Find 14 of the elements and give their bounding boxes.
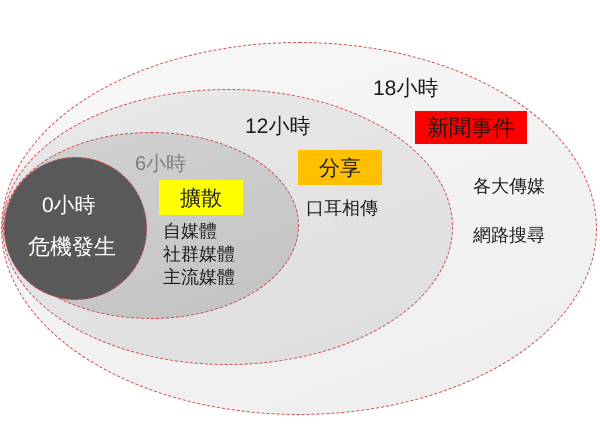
- highlight-box: 分享: [298, 150, 382, 185]
- channel-item: 口耳相傳: [306, 199, 378, 219]
- highlight-box: 擴散: [159, 180, 243, 215]
- event-label: 危機發生: [28, 235, 116, 260]
- channel-item: 各大傳媒: [473, 177, 545, 197]
- time-label: 6小時: [135, 153, 186, 175]
- media-item: 自媒體: [163, 222, 217, 242]
- time-label: 18小時: [373, 77, 438, 100]
- time-label: 0小時: [42, 194, 96, 218]
- highlight-box: 新聞事件: [415, 111, 527, 144]
- media-item: 主流媒體: [163, 268, 235, 288]
- channel-item: 網路搜尋: [473, 226, 545, 246]
- media-item: 社群媒體: [163, 245, 235, 265]
- time-label: 12小時: [245, 115, 310, 138]
